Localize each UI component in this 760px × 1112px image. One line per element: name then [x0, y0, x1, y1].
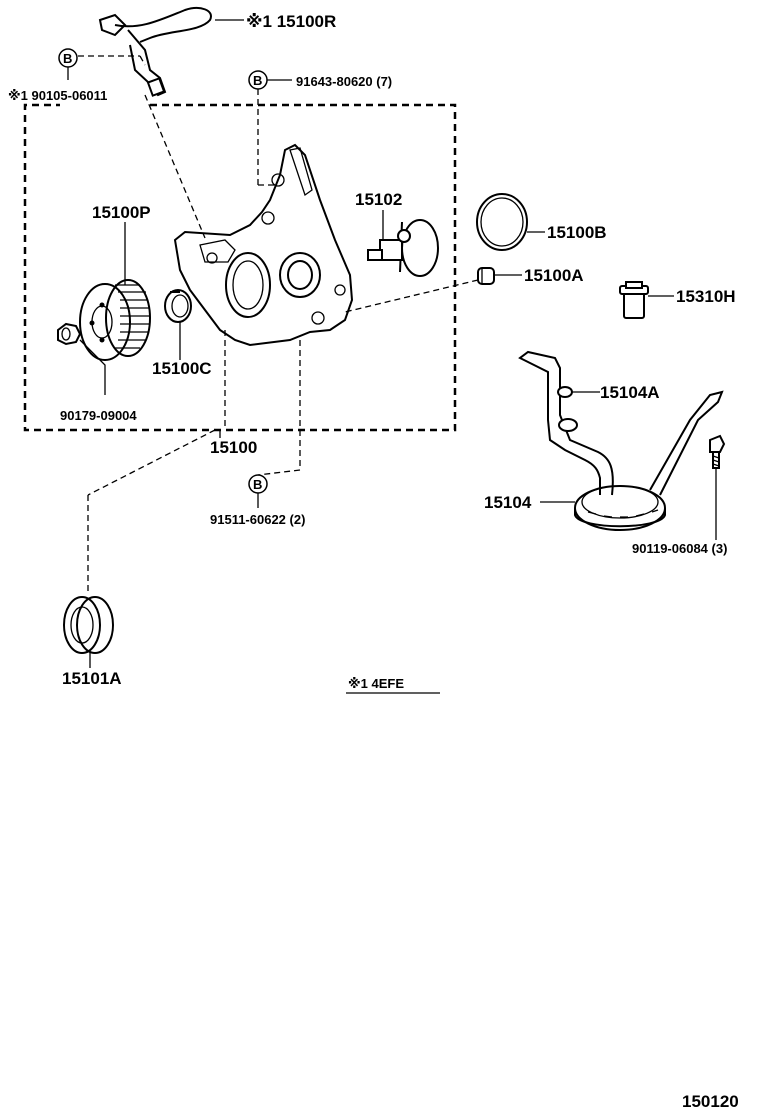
label-90179: 90179-09004	[60, 408, 137, 423]
svg-text:B: B	[253, 477, 262, 492]
label-15100B: 15100B	[547, 223, 607, 242]
label-90105: ※1 90105-06011	[8, 88, 107, 103]
label-15104A: 15104A	[600, 383, 660, 402]
svg-text:B: B	[253, 73, 262, 88]
plug-15100A	[477, 267, 495, 285]
sensor-15100R	[98, 7, 244, 97]
relief-valve-15102	[367, 219, 439, 277]
label-90119: 90119-06084 (3)	[632, 541, 727, 556]
page-code: 150120	[682, 1092, 739, 1111]
filter-15310H	[619, 281, 649, 319]
bolt-marker-90105: B	[58, 48, 78, 68]
label-15101A: 15101A	[62, 669, 122, 688]
label-15100R: ※1 15100R	[246, 12, 336, 31]
note-4EFE: ※1 4EFE	[348, 676, 404, 691]
seal-15100C	[164, 289, 192, 323]
leader-90105b	[139, 55, 146, 66]
o-ring-15100B	[476, 193, 528, 251]
label-91643: 91643-80620 (7)	[296, 74, 392, 89]
drive-gear-15100P	[79, 279, 151, 361]
strainer-15104	[518, 350, 724, 531]
label-15102: 15102	[355, 190, 402, 209]
label-15100: 15100	[210, 438, 257, 457]
bolt-marker-91643: B	[248, 70, 268, 90]
bolt-marker-91511: B	[248, 474, 268, 494]
nut-90179	[57, 322, 82, 346]
label-15100C: 15100C	[152, 359, 212, 378]
label-15100P: 15100P	[92, 203, 151, 222]
label-91511: 91511-60622 (2)	[210, 512, 305, 527]
svg-text:B: B	[63, 51, 72, 66]
assembly-box	[23, 103, 457, 432]
label-15100A: 15100A	[524, 266, 584, 285]
label-15310H: 15310H	[676, 287, 736, 306]
leader-sensor-to-body	[144, 94, 206, 239]
oil-pump-body	[173, 143, 354, 347]
bolt-90119	[709, 434, 726, 469]
label-15104: 15104	[484, 493, 532, 512]
seal-15101A	[63, 596, 114, 654]
